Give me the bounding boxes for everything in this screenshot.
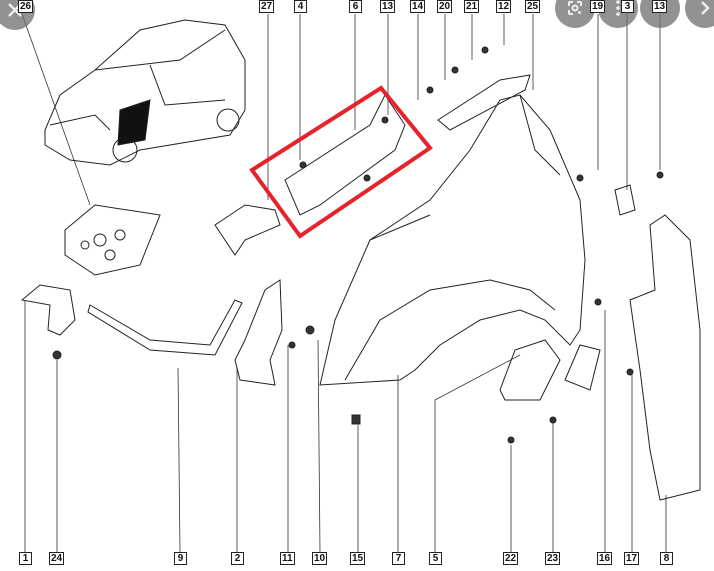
label-5: 5 xyxy=(429,552,442,565)
label-12: 12 xyxy=(496,0,512,13)
part-9-strip xyxy=(87,299,243,356)
leader-lines xyxy=(21,13,667,553)
label-17: 17 xyxy=(624,552,640,565)
highlight-box xyxy=(249,85,433,239)
label-2: 2 xyxy=(231,552,244,565)
label-3: 3 xyxy=(621,0,634,13)
label-25: 25 xyxy=(525,0,541,13)
label-7: 7 xyxy=(392,552,405,565)
chevron-right-icon xyxy=(701,1,710,15)
label-13: 13 xyxy=(380,0,396,13)
part-6-support xyxy=(284,94,406,216)
label-6: 6 xyxy=(349,0,362,13)
part-27-bracket xyxy=(214,204,281,256)
label-22: 22 xyxy=(503,552,519,565)
google-lens-icon xyxy=(568,0,582,15)
car-illustration xyxy=(44,19,246,166)
label-23: 23 xyxy=(545,552,561,565)
label-13b: 13 xyxy=(652,0,668,13)
label-4: 4 xyxy=(294,0,307,13)
label-9: 9 xyxy=(174,552,187,565)
label-1: 1 xyxy=(19,552,32,565)
part-5-liner xyxy=(499,339,561,401)
part-7-fender xyxy=(319,94,586,386)
part-25-strip xyxy=(437,74,531,131)
part-1-bracket xyxy=(20,284,76,336)
label-15: 15 xyxy=(350,552,366,565)
label-24: 24 xyxy=(49,552,65,565)
label-8: 8 xyxy=(660,552,673,565)
label-21: 21 xyxy=(464,0,480,13)
label-11: 11 xyxy=(280,552,295,565)
label-19: 19 xyxy=(590,0,606,13)
more-vert-icon xyxy=(616,0,620,16)
fasteners xyxy=(52,46,664,444)
label-16: 16 xyxy=(597,552,613,565)
part-2-hinge xyxy=(234,279,283,386)
part-16-bracket xyxy=(564,344,601,391)
label-26: 26 xyxy=(18,0,34,13)
label-14: 14 xyxy=(410,0,426,13)
clip-kit-box xyxy=(64,204,161,276)
label-27: 27 xyxy=(259,0,275,13)
label-20: 20 xyxy=(437,0,453,13)
part-8-mudflap xyxy=(629,214,701,501)
part-3-clip xyxy=(614,184,636,216)
label-10: 10 xyxy=(312,552,328,565)
